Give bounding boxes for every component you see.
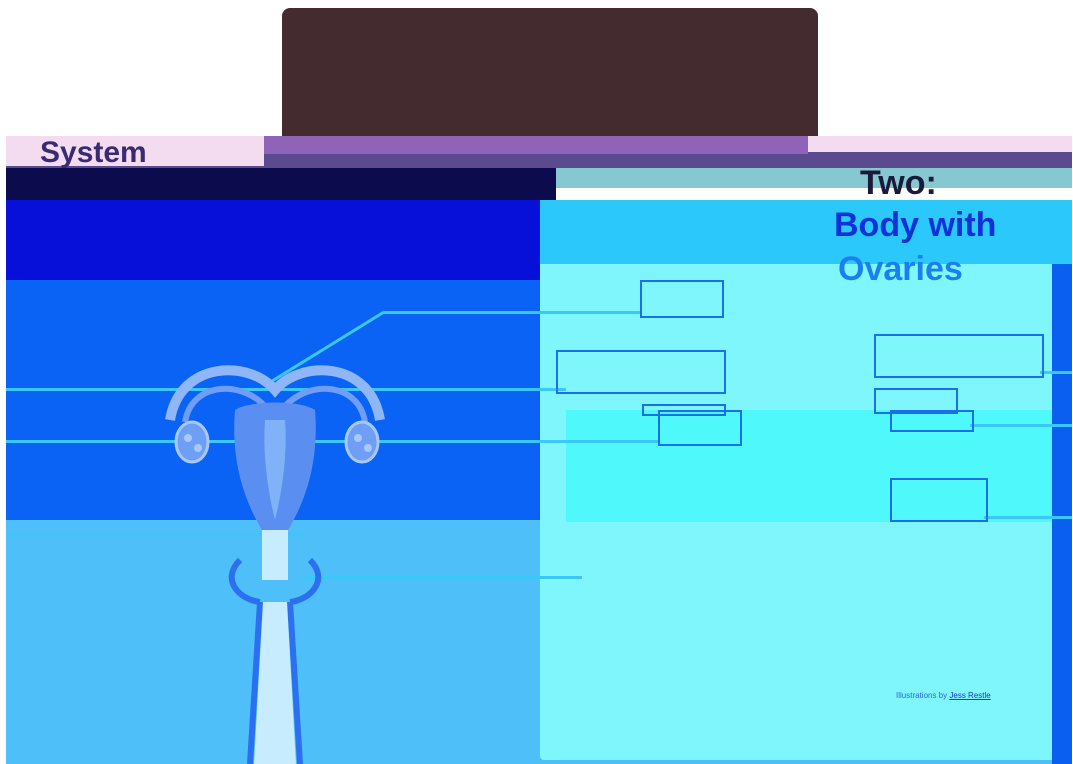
leader-line-right-2 xyxy=(970,424,1072,427)
header-dark-panel xyxy=(282,8,818,138)
illustrator-link[interactable]: Jess Restle xyxy=(949,691,990,700)
credit-prefix: Illustrations by xyxy=(896,691,947,700)
leader-line-right-3 xyxy=(984,516,1072,519)
header-purple-light xyxy=(264,136,808,154)
two-title: Two: xyxy=(860,164,937,203)
header-pink-strip-right xyxy=(808,136,1072,152)
body-heading-line1: Body with xyxy=(834,206,996,245)
header-dark-strip-left xyxy=(6,168,556,200)
label-blank-fallopian-tube[interactable] xyxy=(556,350,726,394)
label-blank-right-3[interactable] xyxy=(890,478,988,522)
system-title: System xyxy=(40,136,147,170)
label-blank-right-2[interactable] xyxy=(890,410,974,432)
label-blank-right-1[interactable] xyxy=(874,334,1044,378)
header-teal-strip-right xyxy=(556,168,1072,188)
label-blank-uterus[interactable] xyxy=(640,280,724,318)
illustration-credit: Illustrations by Jess Restle xyxy=(896,691,991,700)
leader-line-right-1 xyxy=(1040,371,1072,374)
right-edge-band xyxy=(1052,264,1072,764)
uterus-ovaries-illustration-icon xyxy=(150,340,400,764)
leader-line-uterus xyxy=(384,311,642,314)
body-heading-line2: Ovaries xyxy=(838,250,963,289)
diagram-navy-band xyxy=(6,200,558,280)
label-blank-ovary[interactable] xyxy=(658,410,742,446)
